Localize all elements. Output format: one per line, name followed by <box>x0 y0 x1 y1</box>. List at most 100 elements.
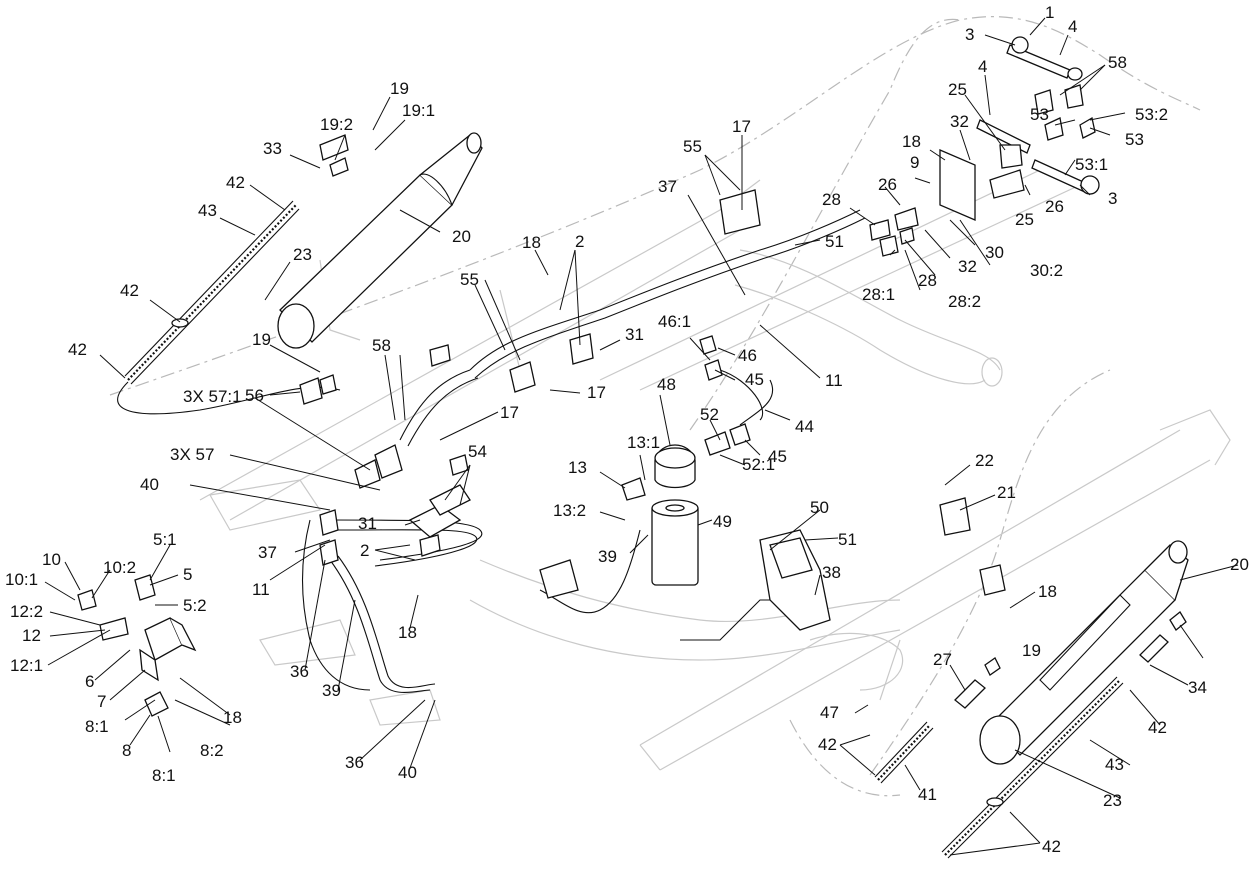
callout-label: 4 <box>1068 17 1077 36</box>
callout-label: 18 <box>522 233 541 252</box>
callout-label: 53 <box>1030 105 1049 124</box>
callout-label: 13:2 <box>553 501 586 520</box>
callout-label: 30 <box>985 243 1004 262</box>
callout-label: 18 <box>398 623 417 642</box>
callout-label: 51 <box>825 232 844 251</box>
callout-label: 42 <box>1042 837 1061 856</box>
callout-label: 53:2 <box>1135 105 1168 124</box>
callout-label: 12:2 <box>10 602 43 621</box>
callout-label: 12 <box>22 626 41 645</box>
callout-label: 42 <box>120 281 139 300</box>
spring-right <box>874 676 1124 859</box>
callout-label: 18 <box>1038 582 1057 601</box>
callout-label: 28:2 <box>948 292 981 311</box>
callout-label: 44 <box>795 417 814 436</box>
callout-label: 7 <box>97 692 106 711</box>
callout-label: 10:2 <box>103 558 136 577</box>
callout-label: 21 <box>997 483 1016 502</box>
callout-label: 31 <box>358 514 377 533</box>
callout-label: 8:1 <box>85 717 109 736</box>
callout-label: 42 <box>818 735 837 754</box>
callout-label: 39 <box>598 547 617 566</box>
callout-label: 37 <box>258 543 277 562</box>
callout-label: 55 <box>683 137 702 156</box>
callout-label: 27 <box>933 650 952 669</box>
callout-label: 30:2 <box>1030 261 1063 280</box>
callout-label: 28 <box>822 190 841 209</box>
leader-lines <box>44 17 1239 856</box>
callout-label: 55 <box>460 270 479 289</box>
callout-label: 20 <box>452 227 471 246</box>
callout-label: 46 <box>738 346 757 365</box>
callout-label: 38 <box>822 563 841 582</box>
callout-label: 3X 57 <box>170 445 214 464</box>
callout-label: 53:1 <box>1075 155 1108 174</box>
callout-label: 3 <box>965 25 974 44</box>
callout-label: 25 <box>1015 210 1034 229</box>
callout-label: 11 <box>825 371 843 390</box>
callout-label: 19:1 <box>402 101 435 120</box>
parts <box>77 36 1189 859</box>
callout-label: 19 <box>252 330 271 349</box>
callout-label: 13 <box>568 458 587 477</box>
callout-label: 39 <box>322 681 341 700</box>
callout-label: 56 <box>245 386 264 405</box>
callout-label: 26 <box>878 175 897 194</box>
callout-label: 46:1 <box>658 312 691 331</box>
callout-label: 42 <box>68 340 87 359</box>
callout-label: 10:1 <box>5 570 38 589</box>
callout-label: 13:1 <box>627 433 660 452</box>
callout-label: 10 <box>42 550 61 569</box>
callout-label: 23 <box>293 245 312 264</box>
callout-label: 6 <box>85 672 94 691</box>
hydraulic-tubes <box>301 209 866 694</box>
callout-label: 32 <box>958 257 977 276</box>
cylinder-left <box>277 132 483 349</box>
callout-label: 25 <box>948 80 967 99</box>
callout-label: 50 <box>810 498 829 517</box>
callout-label: 48 <box>657 375 676 394</box>
callout-label: 52:1 <box>742 455 775 474</box>
callout-label: 23 <box>1103 791 1122 810</box>
callout-label: 3 <box>1108 189 1117 208</box>
callout-label: 32 <box>950 112 969 131</box>
callout-label: 4 <box>978 57 987 76</box>
callout-label: 52 <box>700 405 719 424</box>
callouts: 1 3 4 58 4 25 53 53:2 17 53 18 32 53:1 5… <box>5 3 1249 856</box>
callout-label: 40 <box>140 475 159 494</box>
callout-label: 11 <box>252 580 270 599</box>
callout-label: 18 <box>902 132 921 151</box>
filter-assembly <box>651 444 699 586</box>
callout-label: 53 <box>1125 130 1144 149</box>
callout-label: 17 <box>587 383 606 402</box>
callout-label: 41 <box>918 785 937 804</box>
callout-label: 22 <box>975 451 994 470</box>
callout-label: 40 <box>398 763 417 782</box>
callout-label: 45 <box>745 370 764 389</box>
callout-label: 5:1 <box>153 530 177 549</box>
callout-label: 17 <box>732 117 751 136</box>
callout-label: 19:2 <box>320 115 353 134</box>
callout-label: 37 <box>658 177 677 196</box>
callout-label: 36 <box>345 753 364 772</box>
callout-label: 58 <box>372 336 391 355</box>
callout-label: 20 <box>1230 555 1249 574</box>
callout-label: 31 <box>625 325 644 344</box>
linkage-top-right <box>869 36 1100 257</box>
spring-left <box>124 200 300 385</box>
callout-label: 9 <box>910 153 919 172</box>
callout-label: 8:2 <box>200 741 224 760</box>
callout-label: 47 <box>820 703 839 722</box>
callout-label: 8:1 <box>152 766 176 785</box>
callout-label: 58 <box>1108 53 1127 72</box>
callout-label: 2 <box>575 232 584 251</box>
callout-label: 5 <box>183 565 192 584</box>
callout-label: 18 <box>223 708 242 727</box>
callout-label: 45 <box>768 447 787 466</box>
callout-label: 33 <box>263 139 282 158</box>
callout-label: 36 <box>290 662 309 681</box>
callout-label: 8 <box>122 741 131 760</box>
callout-label: 2 <box>360 541 369 560</box>
callout-label: 28 <box>918 271 937 290</box>
